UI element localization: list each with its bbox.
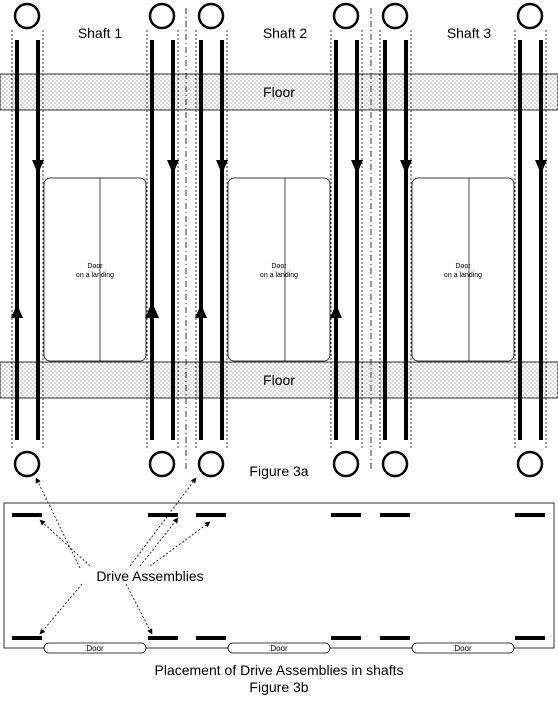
pulley-top-2: [148, 2, 176, 30]
door-pill-3: [411, 642, 515, 654]
door-label-2a: Door: [271, 263, 287, 270]
plan-view-outline: [3, 502, 555, 649]
arrow-up-icon: [145, 302, 159, 318]
door-panel-1: [43, 177, 147, 362]
pulley-bottom-5: [381, 450, 409, 478]
door-pill-1: [43, 642, 147, 654]
floor-label-bottom: Floor: [263, 372, 295, 388]
pulley-bottom-1: [13, 450, 41, 478]
arrow-up-icon: [11, 304, 23, 318]
figure-3b-caption-line1: Placement of Drive Assemblies in shafts: [155, 662, 404, 678]
arrow-down-icon: [32, 160, 44, 174]
callout-leaders: [35, 477, 211, 635]
door-label-3b: on a landing: [444, 272, 482, 279]
shaft-label-3: Shaft 3: [447, 25, 492, 41]
shaft-label-2: Shaft 2: [263, 25, 308, 41]
pulley-top-6: [516, 2, 544, 30]
door-label-1b: on a landing: [76, 272, 114, 279]
arrow-up-icon: [330, 304, 342, 318]
figure-3b-caption-line2: Figure 3b: [249, 679, 308, 695]
pulley-bottom-4: [332, 450, 360, 478]
pulleys: [13, 2, 544, 478]
door-pill-label-3: Door: [454, 644, 472, 653]
door-label-2b: on a landing: [260, 272, 298, 279]
arrow-down-icon: [167, 160, 179, 174]
figure-3a-caption: Figure 3a: [249, 463, 308, 479]
door-panels: [43, 177, 515, 362]
arrow-down-icon: [351, 160, 363, 174]
arrow-up-icon: [195, 304, 207, 318]
drive-assemblies-callout: Drive Assemblies: [96, 568, 203, 584]
door-panel-2: [227, 177, 331, 362]
door-panel-3: [411, 177, 515, 362]
pulley-top-1: [13, 2, 41, 30]
arrow-down-icon: [216, 160, 228, 174]
pulley-bottom-2: [148, 450, 176, 478]
arrow-down-icon: [400, 160, 412, 174]
door-label-1a: Door: [87, 263, 103, 270]
floor-label-top: Floor: [263, 84, 295, 100]
pulley-bottom-3: [197, 450, 225, 478]
door-pills: [43, 642, 515, 654]
arrow-down-icon: [535, 160, 547, 174]
door-pill-2: [227, 642, 331, 654]
door-label-3a: Door: [455, 263, 471, 270]
belt-arrows: [11, 160, 547, 318]
door-pill-label-2: Door: [270, 644, 288, 653]
door-pill-label-1: Door: [86, 644, 104, 653]
floor-band-top: [0, 73, 558, 111]
pulley-top-3: [197, 2, 225, 30]
belt-loops: [11, 30, 547, 450]
pulley-top-5: [381, 2, 409, 30]
floor-band-bottom: [0, 361, 558, 399]
pulley-bottom-6: [516, 450, 544, 478]
pulley-top-4: [332, 2, 360, 30]
shaft-label-1: Shaft 1: [78, 25, 123, 41]
